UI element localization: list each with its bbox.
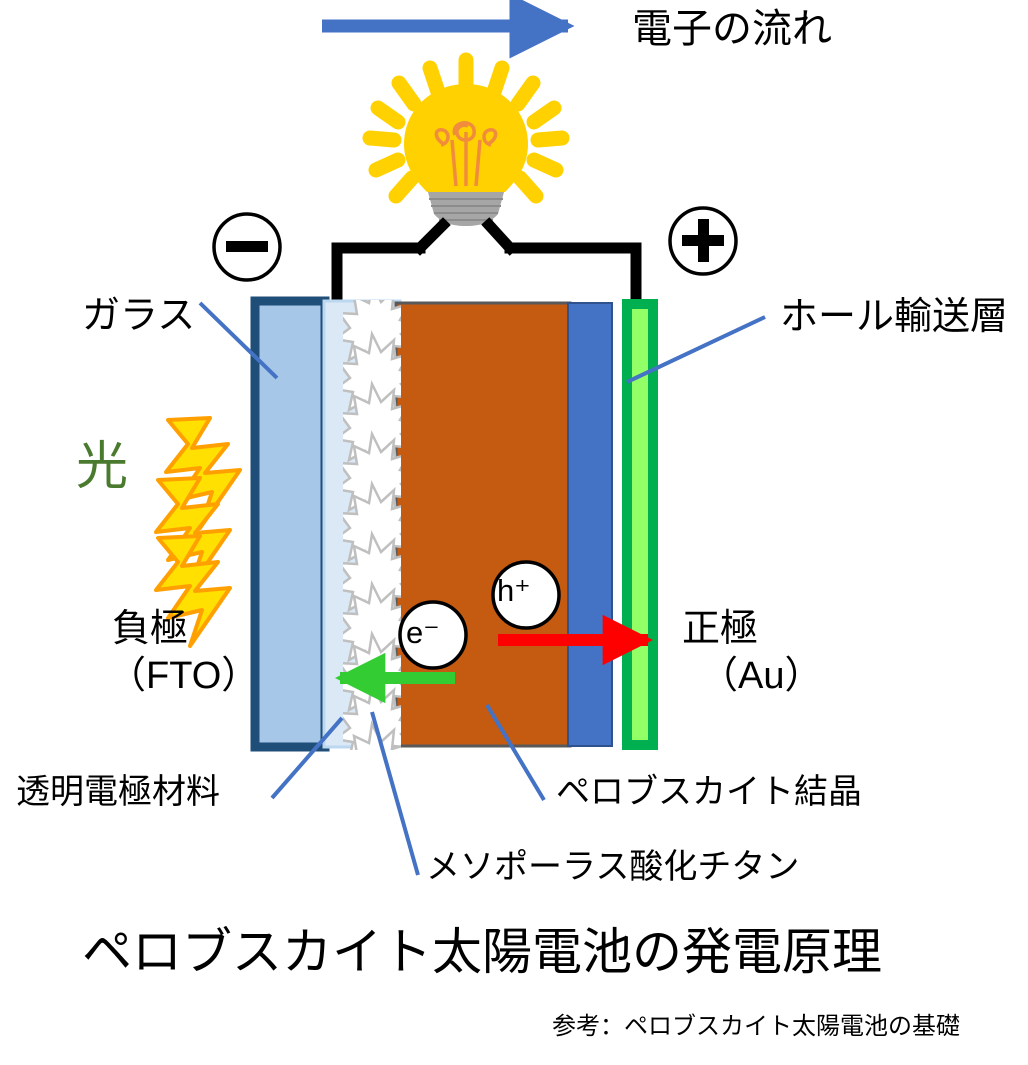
light-bulb-icon — [362, 52, 570, 226]
layer-hole-transport — [567, 302, 613, 747]
leader-glass — [198, 301, 279, 380]
diagram-reference: 参考：ペロブスカイト太陽電池の基礎 — [552, 1013, 960, 1040]
bulb-base — [428, 192, 504, 226]
negative-terminal-symbol — [212, 212, 282, 282]
label-hole-transport-layer: ホール輸送層 — [780, 296, 1009, 338]
leader-hole-transport — [626, 315, 766, 384]
label-positive-electrode-line1: 正極 — [682, 608, 759, 650]
circuit-wire — [331, 217, 642, 310]
hole-marker — [491, 560, 561, 630]
positive-terminal-symbol — [668, 206, 738, 276]
label-glass: ガラス — [82, 295, 196, 337]
bulb-rays — [362, 52, 570, 204]
electron-label: e⁻ — [406, 615, 440, 650]
diagram-title: ペロブスカイト太陽電池の発電原理 — [82, 924, 882, 980]
electron-flow-label: 電子の流れ — [632, 7, 832, 51]
leader-transparent-electrode — [270, 716, 344, 800]
label-transparent-electrode-material: 透明電極材料 — [16, 773, 220, 811]
label-positive-electrode-line2: （Au） — [700, 655, 823, 697]
label-light: 光 — [76, 438, 129, 496]
label-negative-electrode-line2: （FTO） — [108, 655, 260, 697]
leader-perovskite — [485, 703, 546, 802]
label-mesoporous-titanium-oxide: メソポーラス酸化チタン — [426, 848, 800, 886]
leader-lines — [198, 301, 766, 876]
label-perovskite-crystal: ペロブスカイト結晶 — [556, 773, 862, 811]
hole-label: h⁺ — [497, 573, 531, 608]
light-rays-icon — [154, 416, 242, 648]
label-negative-electrode-line1: 負極 — [112, 608, 189, 650]
electron-marker — [398, 600, 468, 670]
leader-mesoporous — [370, 711, 420, 876]
bulb-filament — [434, 121, 498, 187]
